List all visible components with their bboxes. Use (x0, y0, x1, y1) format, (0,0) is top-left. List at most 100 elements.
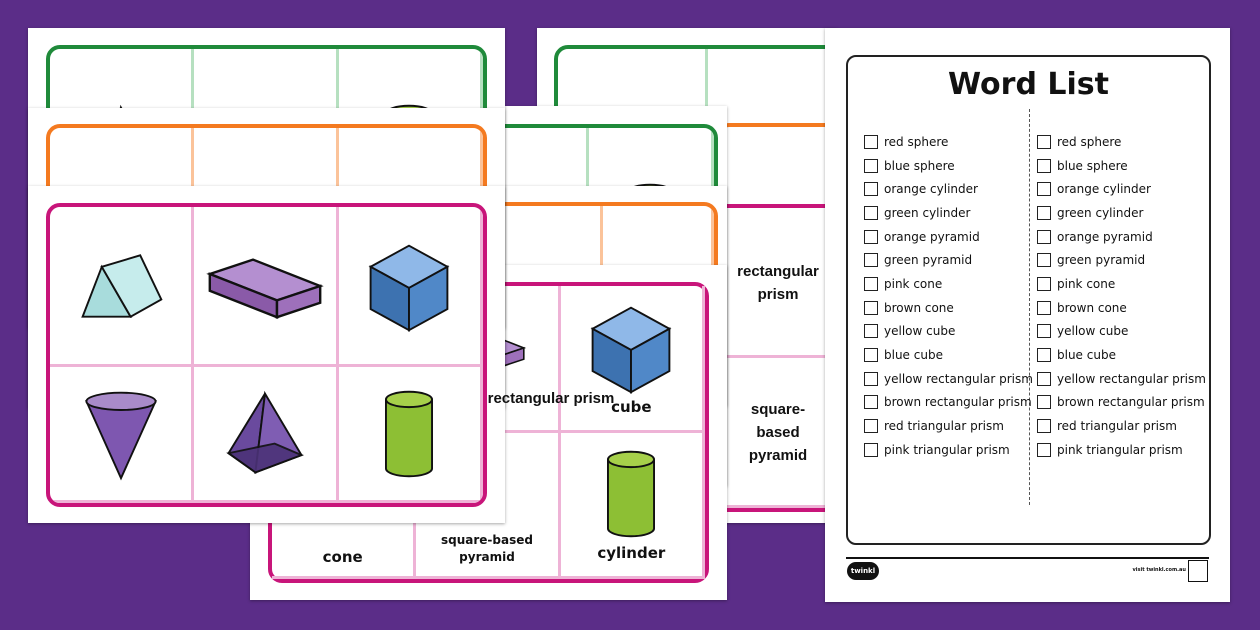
checkbox[interactable] (864, 419, 878, 434)
word-label: blue sphere (884, 158, 955, 173)
card-label: cone (322, 548, 363, 566)
word-label: blue sphere (1057, 158, 1128, 173)
word-label: orange cylinder (1057, 182, 1151, 197)
word-label: brown cone (1057, 300, 1127, 315)
card-label: square-based pyramid (441, 533, 533, 564)
word-list-item: blue sphere (864, 154, 1033, 178)
cube-icon (583, 300, 679, 396)
checkbox[interactable] (864, 134, 878, 149)
checkbox[interactable] (864, 182, 878, 197)
word-label: green cylinder (1057, 205, 1144, 220)
checkbox[interactable] (864, 348, 878, 363)
word-column-1: red sphere blue sphere orange cylinder gree… (864, 130, 1033, 462)
grid-cell: cube (560, 286, 705, 433)
card-label: square-based pyramid (748, 401, 808, 464)
grid-cell (194, 207, 339, 367)
column-divider (1029, 109, 1030, 505)
footer-url: visit twinkl.com.au (1132, 567, 1186, 573)
word-list-item: pink triangular prism (1037, 438, 1206, 462)
word-list-item: yellow cube (864, 320, 1033, 344)
checkbox[interactable] (1037, 158, 1051, 173)
word-list-item: green cylinder (864, 201, 1033, 225)
word-list-item: yellow rectangular prism (1037, 367, 1206, 391)
checkbox[interactable] (864, 324, 878, 339)
word-label: green cylinder (884, 205, 971, 220)
word-label: yellow rectangular prism (884, 371, 1033, 386)
checkbox[interactable] (1037, 348, 1051, 363)
checkbox[interactable] (1037, 229, 1051, 244)
grid-cell: square-based pyramid (416, 432, 561, 579)
checkbox[interactable] (864, 158, 878, 173)
checkbox[interactable] (864, 205, 878, 220)
grid-cell (50, 207, 195, 367)
word-label: red sphere (1057, 134, 1122, 149)
checkbox[interactable] (1037, 395, 1051, 410)
rectangular-prism-icon (205, 226, 325, 346)
word-list-item: green cylinder (1037, 201, 1206, 225)
grid-cell (50, 367, 195, 503)
word-list-item: pink cone (1037, 272, 1206, 296)
word-list-item: blue cube (1037, 343, 1206, 367)
cylinder-icon (361, 386, 457, 482)
cylinder-icon (583, 446, 679, 542)
checkbox[interactable] (1037, 205, 1051, 220)
word-list-item: green pyramid (864, 248, 1033, 272)
checkbox[interactable] (1037, 300, 1051, 315)
checkbox[interactable] (864, 253, 878, 268)
word-list-item: brown rectangular prism (1037, 391, 1206, 415)
checkbox[interactable] (864, 276, 878, 291)
pink-grid (46, 203, 487, 507)
word-list-item: blue cube (864, 343, 1033, 367)
card-label: cylinder (597, 544, 666, 563)
quality-badge-icon (1188, 560, 1208, 582)
word-label: brown cone (884, 300, 954, 315)
grid-cell (338, 207, 483, 367)
word-label: pink cone (1057, 276, 1116, 291)
checkbox[interactable] (1037, 253, 1051, 268)
checkbox[interactable] (1037, 276, 1051, 291)
word-list-item: green pyramid (1037, 248, 1206, 272)
checkbox[interactable] (1037, 442, 1051, 457)
checkbox[interactable] (864, 371, 878, 386)
word-list-item: blue sphere (1037, 154, 1206, 178)
checkbox[interactable] (1037, 134, 1051, 149)
word-list-box: Word List red sphere blue sphere orange cy… (846, 55, 1211, 545)
word-label: green pyramid (1057, 253, 1146, 268)
word-label: red sphere (884, 134, 949, 149)
word-list-item: brown rectangular prism (864, 391, 1033, 415)
word-list-item: red sphere (864, 130, 1033, 154)
word-label: orange cylinder (884, 182, 978, 197)
word-label: blue cube (884, 348, 943, 363)
word-list-item: orange pyramid (864, 225, 1033, 249)
word-list-item: pink triangular prism (864, 438, 1033, 462)
word-label: blue cube (1057, 348, 1116, 363)
sheet-left-pink (28, 186, 505, 523)
checkbox[interactable] (1037, 182, 1051, 197)
card-label: cube (611, 397, 652, 416)
word-list-title: Word List (948, 67, 1109, 102)
checkbox[interactable] (864, 395, 878, 410)
checkbox[interactable] (864, 442, 878, 457)
word-list-sheet: Word List red sphere blue sphere orange cy… (825, 28, 1230, 602)
word-card: square-based pyramid (717, 358, 1017, 508)
word-list-item: orange cylinder (1037, 177, 1206, 201)
checkbox[interactable] (1037, 419, 1051, 434)
word-label: orange pyramid (1057, 229, 1153, 244)
checkbox[interactable] (864, 229, 878, 244)
word-label: brown rectangular prism (1057, 395, 1205, 410)
word-list-item: yellow cube (1037, 320, 1206, 344)
grid-cell (338, 367, 483, 503)
word-label: pink triangular prism (884, 442, 1010, 457)
grid-cell: cylinder (560, 432, 705, 579)
word-column-2: red sphere blue sphere orange cylinder gree… (1037, 130, 1206, 462)
checkbox[interactable] (1037, 324, 1051, 339)
word-list-item: brown cone (1037, 296, 1206, 320)
word-label: red triangular prism (1057, 419, 1177, 434)
word-label: red triangular prism (884, 419, 1004, 434)
word-list-item: orange cylinder (864, 177, 1033, 201)
twinkl-logo: twinkl (847, 562, 879, 580)
checkbox[interactable] (1037, 371, 1051, 386)
checkbox[interactable] (864, 300, 878, 315)
triangular-prism-icon (73, 238, 169, 334)
word-list-item: red triangular prism (1037, 414, 1206, 438)
